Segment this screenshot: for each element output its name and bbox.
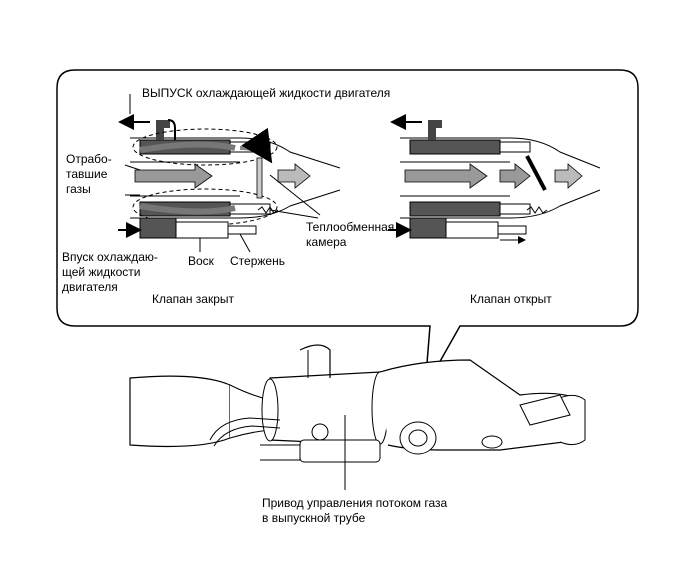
exhaust-flow-arrow xyxy=(134,163,213,189)
spring xyxy=(257,206,279,214)
label-valve-closed: Клапан закрыт xyxy=(152,292,235,306)
actuator-body xyxy=(299,439,381,463)
label-wax: Воск xyxy=(188,254,214,268)
label-coolant-outlet: ВЫПУСК охлаждающей жидкости двигателя xyxy=(142,86,391,100)
valve-flap-open xyxy=(525,155,547,191)
label-actuator: Привод управления потоком газа в выпускн… xyxy=(262,496,448,525)
rod xyxy=(227,225,257,235)
label-exhaust-gas: Отрабо- тавшие газы xyxy=(66,152,112,196)
label-heat-exchanger: Теплообменная камера xyxy=(306,220,395,249)
label-valve-open: Клапан открыт xyxy=(470,292,552,306)
label-coolant-inlet: Впуск охлаждаю- щей жидкости двигателя xyxy=(62,250,158,294)
wax-cylinder xyxy=(175,221,229,239)
exhaust-pipe-assembly xyxy=(129,344,586,490)
valve-closed-diagram xyxy=(118,94,341,253)
valve-flap xyxy=(256,157,263,199)
valve-open-diagram xyxy=(388,114,601,244)
label-rod: Стержень xyxy=(230,254,285,268)
